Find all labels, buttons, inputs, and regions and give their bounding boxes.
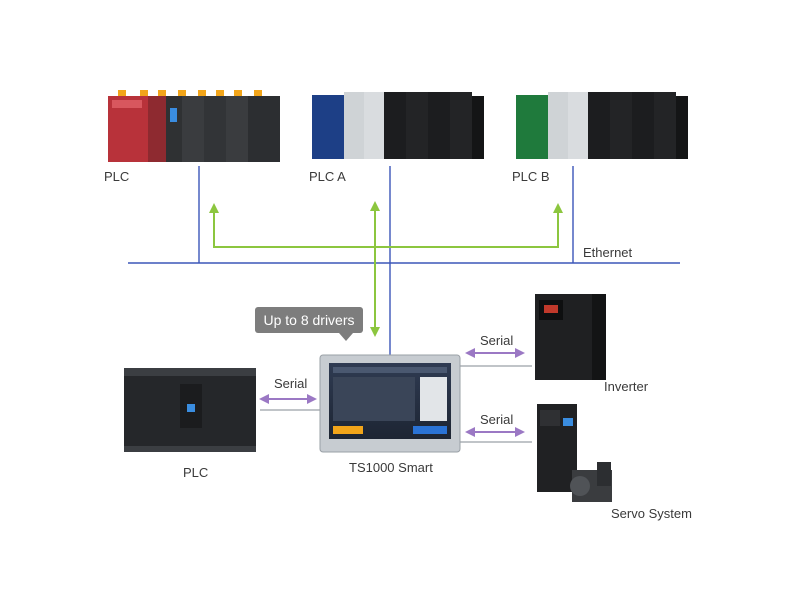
ethernet-label: Ethernet <box>583 245 633 260</box>
plc-a-image <box>312 92 484 159</box>
drivers-callout-text: Up to 8 drivers <box>263 312 355 328</box>
servo-image <box>537 404 612 502</box>
drivers-callout: Up to 8 drivers <box>255 307 363 341</box>
ethernet-arrows <box>209 201 563 337</box>
plc-top-image <box>108 90 280 162</box>
plc-bottom-label: PLC <box>183 465 209 480</box>
plc-a-label: PLC A <box>309 169 346 184</box>
serial-top-right-label: Serial <box>480 333 514 348</box>
servo-label: Servo System <box>611 506 692 521</box>
plc-top-label: PLC <box>104 169 130 184</box>
plc-b-image <box>516 92 688 159</box>
inverter-image <box>535 294 606 380</box>
inverter-label: Inverter <box>604 379 649 394</box>
hmi-label: TS1000 Smart <box>349 460 433 475</box>
plc-bottom-image <box>124 368 256 452</box>
plc-b-label: PLC B <box>512 169 550 184</box>
serial-connectors <box>260 365 532 443</box>
plc-top-to-plc-b-arrow <box>209 203 563 248</box>
hmi-image <box>319 354 461 453</box>
serial-arrows <box>259 348 525 437</box>
serial-bottom-right-label: Serial <box>480 412 514 427</box>
ethernet-network <box>128 166 680 356</box>
serial-left-label: Serial <box>274 376 308 391</box>
